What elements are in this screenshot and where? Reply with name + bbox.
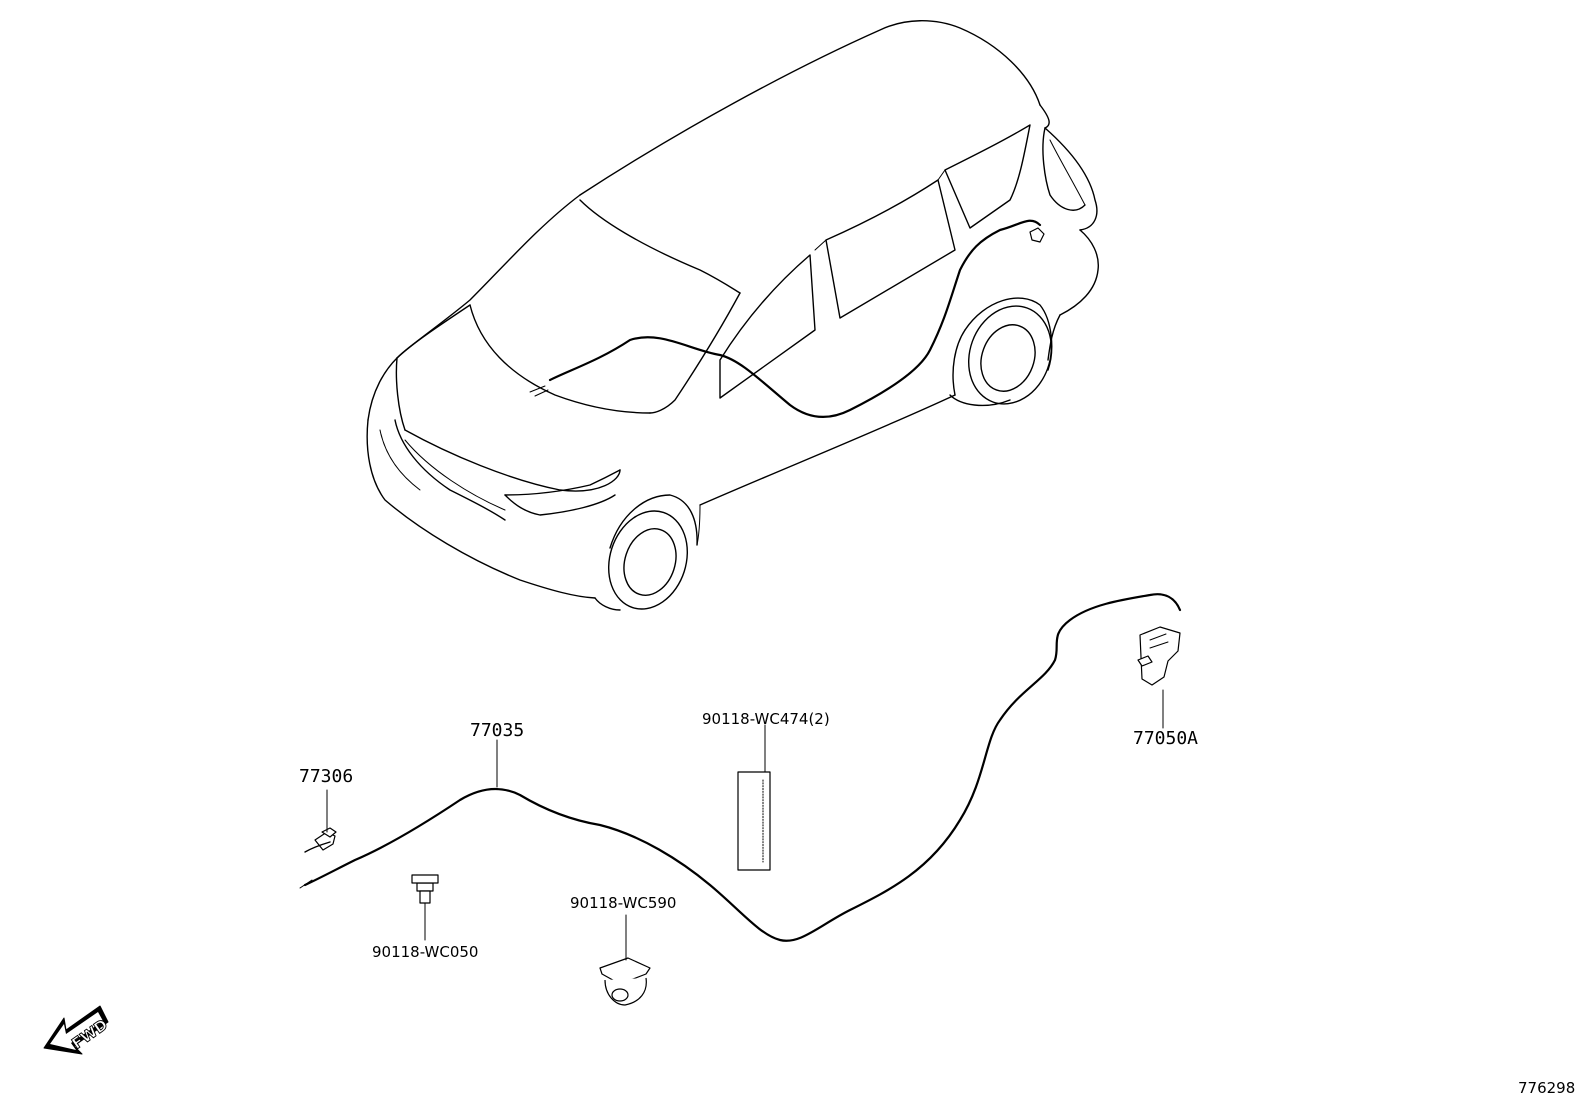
washer-hose xyxy=(299,593,1182,942)
vehicle-outline xyxy=(366,20,1099,611)
label-90118-wc050: 90118-WC050 xyxy=(372,943,478,961)
clip-90118-wc050 xyxy=(411,874,439,941)
fwd-arrow-icon: FWD xyxy=(43,1005,111,1055)
clamp-90118-wc590 xyxy=(599,914,651,1006)
label-77306: 77306 xyxy=(299,766,353,787)
protector-90118-wc474 xyxy=(737,724,771,871)
nozzle-77306 xyxy=(304,789,337,853)
label-77050a: 77050A xyxy=(1133,728,1198,749)
nozzle-77050a xyxy=(1137,626,1181,729)
label-90118-wc590: 90118-WC590 xyxy=(570,894,676,912)
label-77035: 77035 xyxy=(470,720,524,741)
label-90118-wc474: 90118-WC474(2) xyxy=(702,710,830,728)
diagram-code: 776298 xyxy=(1518,1079,1575,1097)
